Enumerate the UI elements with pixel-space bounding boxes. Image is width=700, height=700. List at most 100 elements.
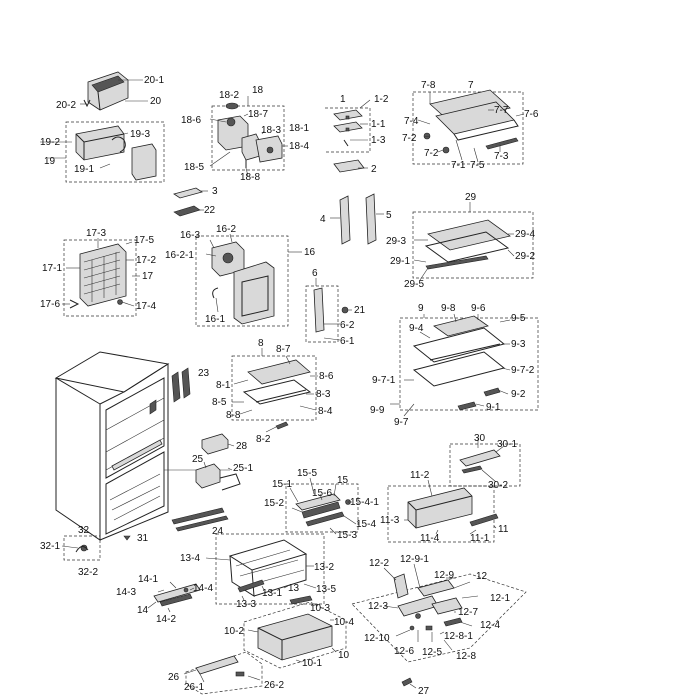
label-8-2: 8-2 (256, 434, 271, 445)
label-32: 32 (78, 525, 90, 536)
label-16-3: 16-3 (180, 230, 200, 241)
label-18-8: 18-8 (240, 172, 260, 183)
label-32-1: 32-1 (40, 541, 60, 552)
label-12-4: 12-4 (480, 620, 500, 631)
label-13-2: 13-2 (314, 562, 334, 573)
label-7-3: 7-3 (494, 151, 509, 162)
label-30: 30 (474, 433, 486, 444)
label-7-4: 7-4 (404, 116, 419, 127)
label-7-5: 7-5 (470, 160, 485, 171)
label-21: 21 (354, 305, 366, 316)
label-10: 10 (338, 650, 350, 661)
label-15-5: 15-5 (297, 468, 317, 479)
label-17-3: 17-3 (86, 228, 106, 239)
label-30-2: 30-2 (488, 480, 508, 491)
label-20-2: 20-2 (56, 100, 76, 111)
label-13: 13 (288, 583, 300, 594)
label-9-5: 9-5 (511, 313, 526, 324)
label-26: 26 (168, 672, 180, 683)
label-9-7-2: 9-7-2 (511, 365, 535, 376)
label-29-5: 29-5 (404, 279, 424, 290)
label-9-4: 9-4 (409, 323, 424, 334)
label-29-4: 29-4 (515, 229, 535, 240)
label-19: 19 (44, 156, 56, 167)
label-7-8: 7-8 (421, 80, 436, 91)
label-15-6: 15-6 (312, 488, 332, 499)
label-8-8: 8-8 (226, 410, 241, 421)
label-5: 5 (386, 210, 392, 221)
label-8-5: 8-5 (212, 397, 227, 408)
part-11-crisper-drawer (387, 479, 499, 543)
label-9-8: 9-8 (441, 303, 456, 314)
label-13-4: 13-4 (180, 553, 200, 564)
label-17-4: 17-4 (136, 301, 156, 312)
part-19-ice-bucket (40, 121, 165, 183)
label-12-1: 12-1 (490, 593, 510, 604)
label-12-3: 12-3 (368, 601, 388, 612)
label-14-3: 14-3 (116, 587, 136, 598)
label-9-7: 9-7 (394, 417, 409, 428)
label-7: 7 (468, 80, 474, 91)
label-18: 18 (252, 85, 264, 96)
label-12-8: 12-8 (456, 651, 476, 662)
label-15-4-1: 15-4-1 (350, 497, 379, 508)
part-6-rail (305, 278, 352, 343)
part-28-divider (201, 433, 235, 455)
label-1-1: 1-1 (371, 119, 386, 130)
label-17-6: 17-6 (40, 299, 60, 310)
label-11-4: 11-4 (420, 533, 440, 544)
label-15-1: 15-1 (272, 479, 292, 490)
part-8-shelf-assembly (231, 348, 318, 433)
part-22-bracket (173, 205, 204, 217)
part-25-water-filter (195, 461, 241, 491)
label-3: 3 (212, 186, 218, 197)
label-14-2: 14-2 (156, 614, 176, 625)
label-9-9: 9-9 (370, 405, 385, 416)
label-8-4: 8-4 (318, 406, 333, 417)
label-25-1: 25-1 (233, 463, 253, 474)
label-8-6: 8-6 (319, 371, 334, 382)
label-19-1: 19-1 (74, 164, 94, 175)
label-9-7-1: 9-7-1 (372, 375, 396, 386)
label-17-2: 17-2 (136, 255, 156, 266)
label-15-4: 15-4 (356, 519, 376, 530)
label-19-2: 19-2 (40, 137, 60, 148)
label-1: 1 (340, 94, 346, 105)
label-29-3: 29-3 (386, 236, 406, 247)
label-29: 29 (465, 192, 477, 203)
part-13-freezer-basket (205, 533, 325, 605)
label-17-1: 17-1 (42, 263, 62, 274)
part-12-ice-maker-parts (351, 563, 527, 663)
part-1-control-panel (325, 99, 371, 173)
label-29-2: 29-2 (515, 251, 535, 262)
label-25: 25 (192, 454, 204, 465)
label-13-1: 13-1 (262, 588, 282, 599)
label-29-1: 29-1 (390, 256, 410, 267)
part-27-screw (401, 677, 417, 689)
label-12-8-1: 12-8-1 (444, 631, 473, 642)
label-13-3: 13-3 (236, 599, 256, 610)
part-23-light-strip (171, 367, 191, 403)
part-26-slide-cover (183, 651, 263, 695)
label-26-1: 26-1 (184, 682, 204, 693)
label-9-2: 9-2 (511, 389, 526, 400)
label-9-3: 9-3 (511, 339, 526, 350)
label-11-2: 11-2 (410, 470, 430, 481)
part-16-fan-duct (195, 233, 302, 327)
part-32-sensor (61, 535, 101, 561)
label-26-2: 26-2 (264, 680, 284, 691)
label-24: 24 (212, 526, 224, 537)
label-7-2b: 7-2 (424, 148, 439, 159)
part-4-left-rail (330, 195, 351, 245)
part-17-evaporator-cover (62, 238, 140, 317)
label-7-1: 7-1 (451, 160, 466, 171)
label-16-2-1: 16-2-1 (165, 250, 194, 261)
label-20: 20 (150, 96, 162, 107)
label-14-1: 14-1 (138, 574, 158, 585)
label-13-5: 13-5 (316, 584, 336, 595)
label-4: 4 (320, 214, 326, 225)
label-6-1: 6-1 (340, 336, 355, 347)
label-14-4: 14-4 (193, 583, 213, 594)
label-22: 22 (204, 205, 216, 216)
label-15-3: 15-3 (337, 530, 357, 541)
